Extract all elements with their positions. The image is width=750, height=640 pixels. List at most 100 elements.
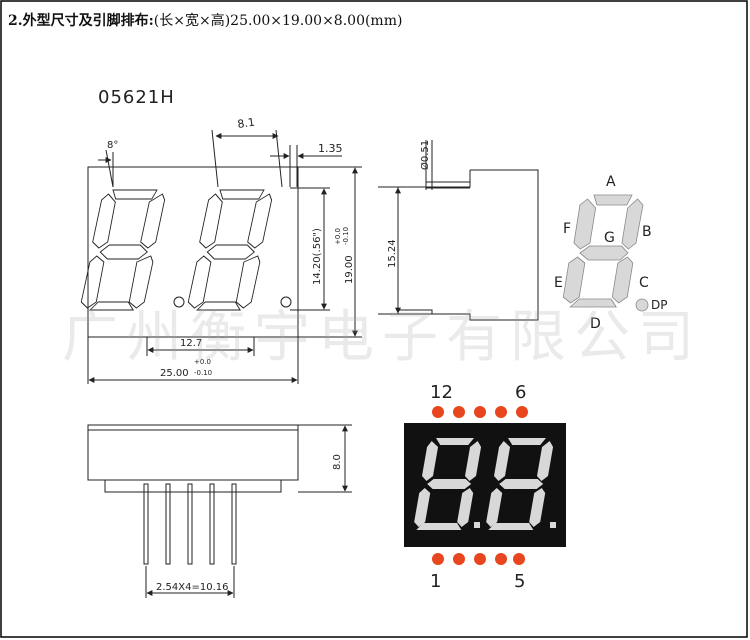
angle-line-s: [105, 149, 114, 188]
display-dp-2: [550, 522, 556, 528]
pin-dot: [453, 553, 465, 565]
bottom-body: [87, 424, 299, 481]
front-seg-a: [112, 189, 158, 200]
lit-seg-a: [508, 438, 546, 445]
lit-seg-d: [416, 523, 462, 530]
pin-dots-top: [432, 406, 528, 418]
map-seg-e: [562, 256, 586, 304]
map-seg-a: [593, 194, 633, 206]
front-seg-d: [196, 301, 241, 311]
lit-seg-e: [414, 488, 431, 527]
part-number: 05621H: [98, 87, 175, 108]
lit-seg-f: [494, 441, 511, 481]
dim-dp-offset: 1.35: [318, 142, 343, 155]
lit-seg-b: [465, 441, 482, 481]
pin-dots-bottom: [432, 553, 525, 565]
dim-digit-height: 14.20(.56"): [312, 228, 323, 285]
pin-dot: [495, 406, 507, 418]
pin: [231, 483, 237, 565]
seg-label-d: D: [590, 316, 601, 332]
seg-label-f: F: [563, 221, 571, 237]
lit-seg-c: [529, 488, 546, 527]
pitch-ext-2: [275, 129, 283, 188]
seg-label-dp: DP: [651, 298, 667, 312]
pin: [209, 483, 215, 565]
dim-height-tol-minus: -0.10: [342, 227, 350, 245]
dim-width-total: 25.00: [160, 368, 189, 379]
lit-seg-g: [427, 479, 472, 489]
pin: [165, 483, 171, 565]
map-seg-d: [569, 298, 617, 308]
side-body: [397, 169, 539, 321]
seg-label-g: G: [604, 230, 615, 246]
lit-seg-f: [422, 441, 439, 481]
section-number: 2.: [8, 13, 23, 29]
display-digit-1: [414, 438, 482, 530]
lit-seg-b: [537, 441, 554, 481]
side-view: [378, 140, 539, 321]
seg-label-b: B: [642, 224, 652, 240]
dim-side-pin: Ø0.51: [419, 140, 431, 170]
pin-label-12: 12: [430, 382, 453, 403]
front-seg-f: [199, 193, 223, 249]
front-seg-g: [206, 244, 255, 260]
front-digit-1: [80, 189, 166, 311]
pin: [187, 483, 193, 565]
dim-pin-span: 12.7: [180, 338, 202, 349]
pin-dot: [516, 406, 528, 418]
front-seg-b: [140, 193, 166, 249]
pin-dot: [453, 406, 465, 418]
lit-seg-d: [488, 523, 534, 530]
front-seg-c: [235, 255, 261, 309]
seg-label-c: C: [639, 275, 649, 291]
pin-dot: [474, 406, 486, 418]
dim-pin-pitch: 2.54X4=10.16: [156, 582, 229, 593]
dim-side-height: 15.24: [387, 239, 398, 268]
side-lower-tab: [397, 309, 433, 315]
bottom-pins: [143, 483, 237, 565]
watermark-text: 广州衡宇电子有限公司: [62, 305, 702, 370]
dim-pitch: 8.1: [237, 116, 256, 131]
dim-angle: 8°: [107, 140, 118, 151]
map-dp: [635, 298, 649, 312]
front-seg-b: [247, 193, 273, 249]
lit-seg-a: [436, 438, 474, 445]
lit-seg-e: [486, 488, 503, 527]
dim-width-tol-plus: +0.0: [194, 358, 211, 366]
pin-dot: [495, 553, 507, 565]
pin-dot: [474, 553, 486, 565]
seg-label-a: A: [606, 174, 616, 190]
front-seg-g: [99, 244, 148, 260]
dim-height-total: 19.00: [344, 255, 355, 284]
front-body: [87, 166, 299, 338]
map-seg-b: [621, 198, 644, 250]
lit-seg-c: [457, 488, 474, 527]
map-seg-g: [579, 245, 629, 261]
map-seg-c: [611, 256, 634, 304]
front-dp-1: [173, 296, 185, 308]
bottom-base: [104, 479, 282, 493]
pin-dot: [432, 406, 444, 418]
pin-dot: [432, 553, 444, 565]
map-seg-f: [573, 198, 597, 250]
pin-dot: [513, 553, 525, 565]
pin-label-1: 1: [430, 571, 441, 592]
front-seg-c: [128, 255, 154, 309]
section-header: 2.外型尺寸及引脚排布:(长×宽×高)25.00×19.00×8.00(mm): [8, 10, 402, 30]
front-seg-d: [89, 301, 134, 311]
pin-label-5: 5: [514, 571, 525, 592]
dim-width-tol-minus: -0.10: [194, 369, 212, 377]
seg-label-e: E: [554, 275, 563, 291]
front-view: [80, 129, 362, 384]
section-dimensions: (长×宽×高)25.00×19.00×8.00(mm): [153, 13, 403, 29]
lit-seg-g: [499, 479, 544, 489]
pitch-ext-1: [211, 129, 219, 188]
pin: [143, 483, 149, 565]
front-seg-f: [92, 193, 116, 249]
display-dp-1: [474, 522, 480, 528]
segment-map: [562, 194, 644, 308]
display-digit-2: [486, 438, 554, 530]
front-seg-a: [219, 189, 265, 200]
